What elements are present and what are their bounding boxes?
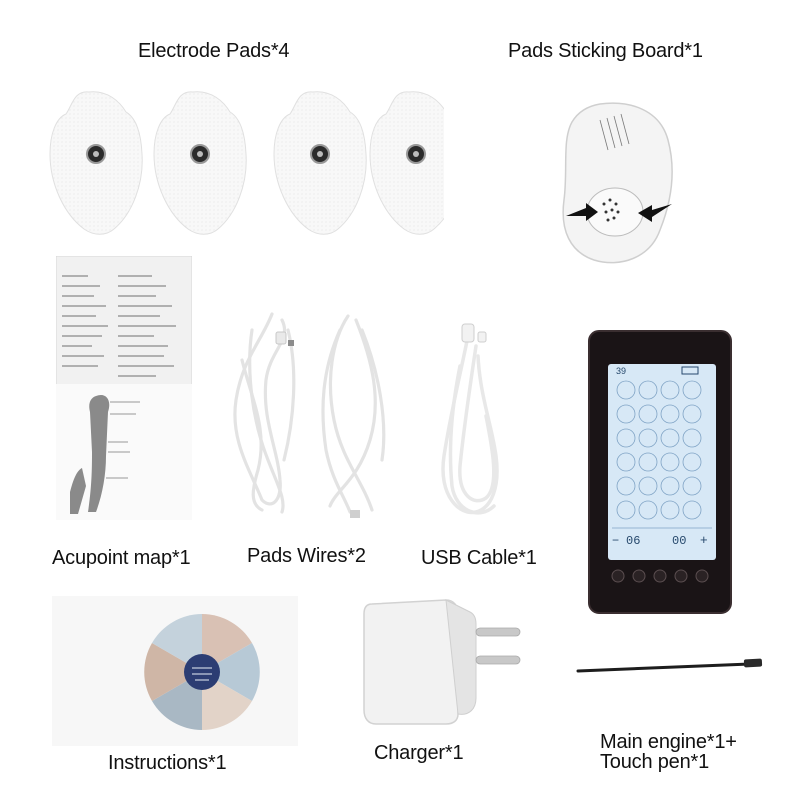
touch-pen	[574, 656, 770, 676]
acupoint-map	[56, 256, 192, 520]
instructions-label: Instructions*1	[108, 752, 227, 774]
electrode-pads-label: Electrode Pads*4	[138, 40, 290, 62]
usb-cable	[430, 316, 520, 526]
electrode-pad-2	[153, 91, 247, 235]
screen-left-value: 06	[626, 534, 640, 548]
pads-wires-label: Pads Wires*2	[247, 545, 366, 567]
main-engine-label: Main engine*1+ Touch pen*1	[600, 732, 737, 772]
electrode-pad-4	[369, 91, 444, 235]
charger	[358, 598, 528, 728]
electrode-pad-3	[273, 91, 367, 235]
screen-minus: −	[612, 533, 619, 547]
screen-right-value: 00	[672, 534, 686, 548]
main-engine-device: 39 − 06 00 +	[588, 330, 734, 614]
instructions-booklet	[52, 596, 298, 746]
pads-sticking-board	[560, 100, 680, 270]
usb-cable-label: USB Cable*1	[421, 547, 537, 569]
pads-wires	[222, 300, 402, 520]
acupoint-map-label: Acupoint map*1	[52, 547, 191, 569]
charger-label: Charger*1	[374, 742, 464, 764]
screen-top-number: 39	[616, 366, 626, 376]
main-engine-label-line1: Main engine*1+	[600, 731, 737, 753]
electrode-pad-1	[49, 91, 143, 235]
screen-plus: +	[700, 532, 708, 547]
sticking-board-label: Pads Sticking Board*1	[508, 40, 703, 62]
pads-wire-2	[321, 314, 386, 514]
electrode-pads-group	[44, 84, 444, 244]
main-engine-label-line2: Touch pen*1	[600, 751, 710, 773]
